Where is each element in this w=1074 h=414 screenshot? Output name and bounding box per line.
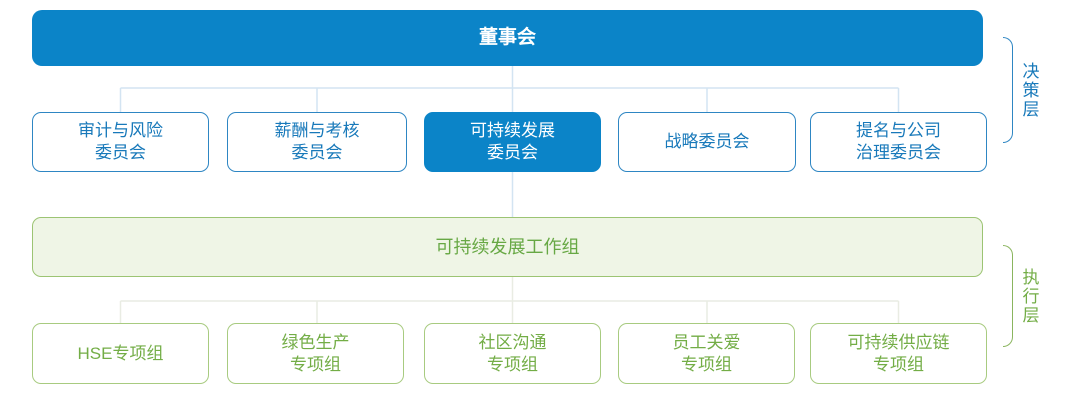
decision-layer-bracket xyxy=(1003,37,1013,143)
board-of-directors-box: 董事会 xyxy=(32,10,983,66)
execution-layer-label: 执行层 xyxy=(1019,267,1039,325)
task-group-employee-care: 员工关爱 专项组 xyxy=(618,323,795,384)
task-group-community-communication: 社区沟通 专项组 xyxy=(424,323,601,384)
task-group-sustainable-supply-chain: 可持续供应链 专项组 xyxy=(810,323,987,384)
execution-layer-bracket xyxy=(1003,245,1013,347)
committee-strategy: 战略委员会 xyxy=(618,112,796,172)
decision-layer-label: 决策层 xyxy=(1019,61,1039,119)
task-group-hse: HSE专项组 xyxy=(32,323,209,384)
task-group-green-production: 绿色生产 专项组 xyxy=(227,323,404,384)
committee-audit-risk: 审计与风险 委员会 xyxy=(32,112,209,172)
sustainability-workgroup-box: 可持续发展工作组 xyxy=(32,217,983,277)
committee-nomination-governance: 提名与公司 治理委员会 xyxy=(810,112,987,172)
committee-sustainability: 可持续发展 委员会 xyxy=(424,112,601,172)
committee-compensation-assessment: 薪酬与考核 委员会 xyxy=(227,112,407,172)
